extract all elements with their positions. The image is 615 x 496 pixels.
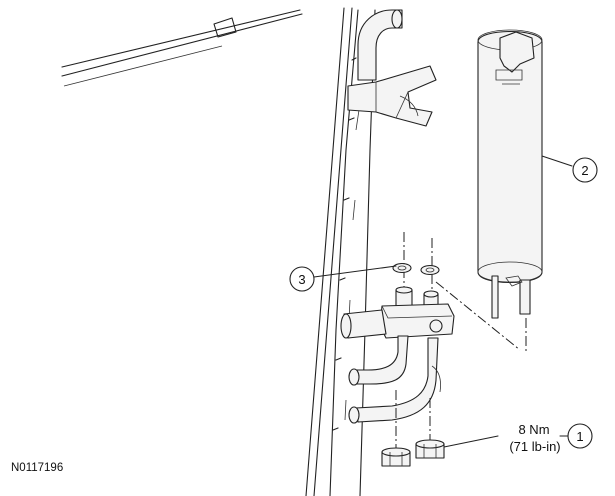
figure-id: N0117196 xyxy=(11,462,64,474)
frame-rail xyxy=(305,7,376,496)
upper-tube xyxy=(357,9,403,81)
callout-2: 2 xyxy=(572,157,598,183)
o-ring-seals xyxy=(392,232,440,296)
torque-value: 8 Nm xyxy=(518,422,550,437)
callout-leaders xyxy=(313,155,573,448)
callout-1: 1 xyxy=(567,423,593,449)
callout-2-label: 2 xyxy=(581,163,588,178)
upper-bracket xyxy=(347,65,437,127)
flange-bolts xyxy=(381,439,445,467)
lower-tubes xyxy=(348,335,441,424)
drier-alignment-line xyxy=(435,281,527,352)
callout-1-label: 1 xyxy=(576,429,583,444)
receiver-drier xyxy=(477,29,543,319)
torque-alt-value: (71 lb-in) xyxy=(509,439,561,454)
body-panel-edge xyxy=(61,9,303,87)
callout-3-label: 3 xyxy=(298,272,305,287)
callout-3: 3 xyxy=(289,266,315,292)
valve-block xyxy=(340,286,455,339)
